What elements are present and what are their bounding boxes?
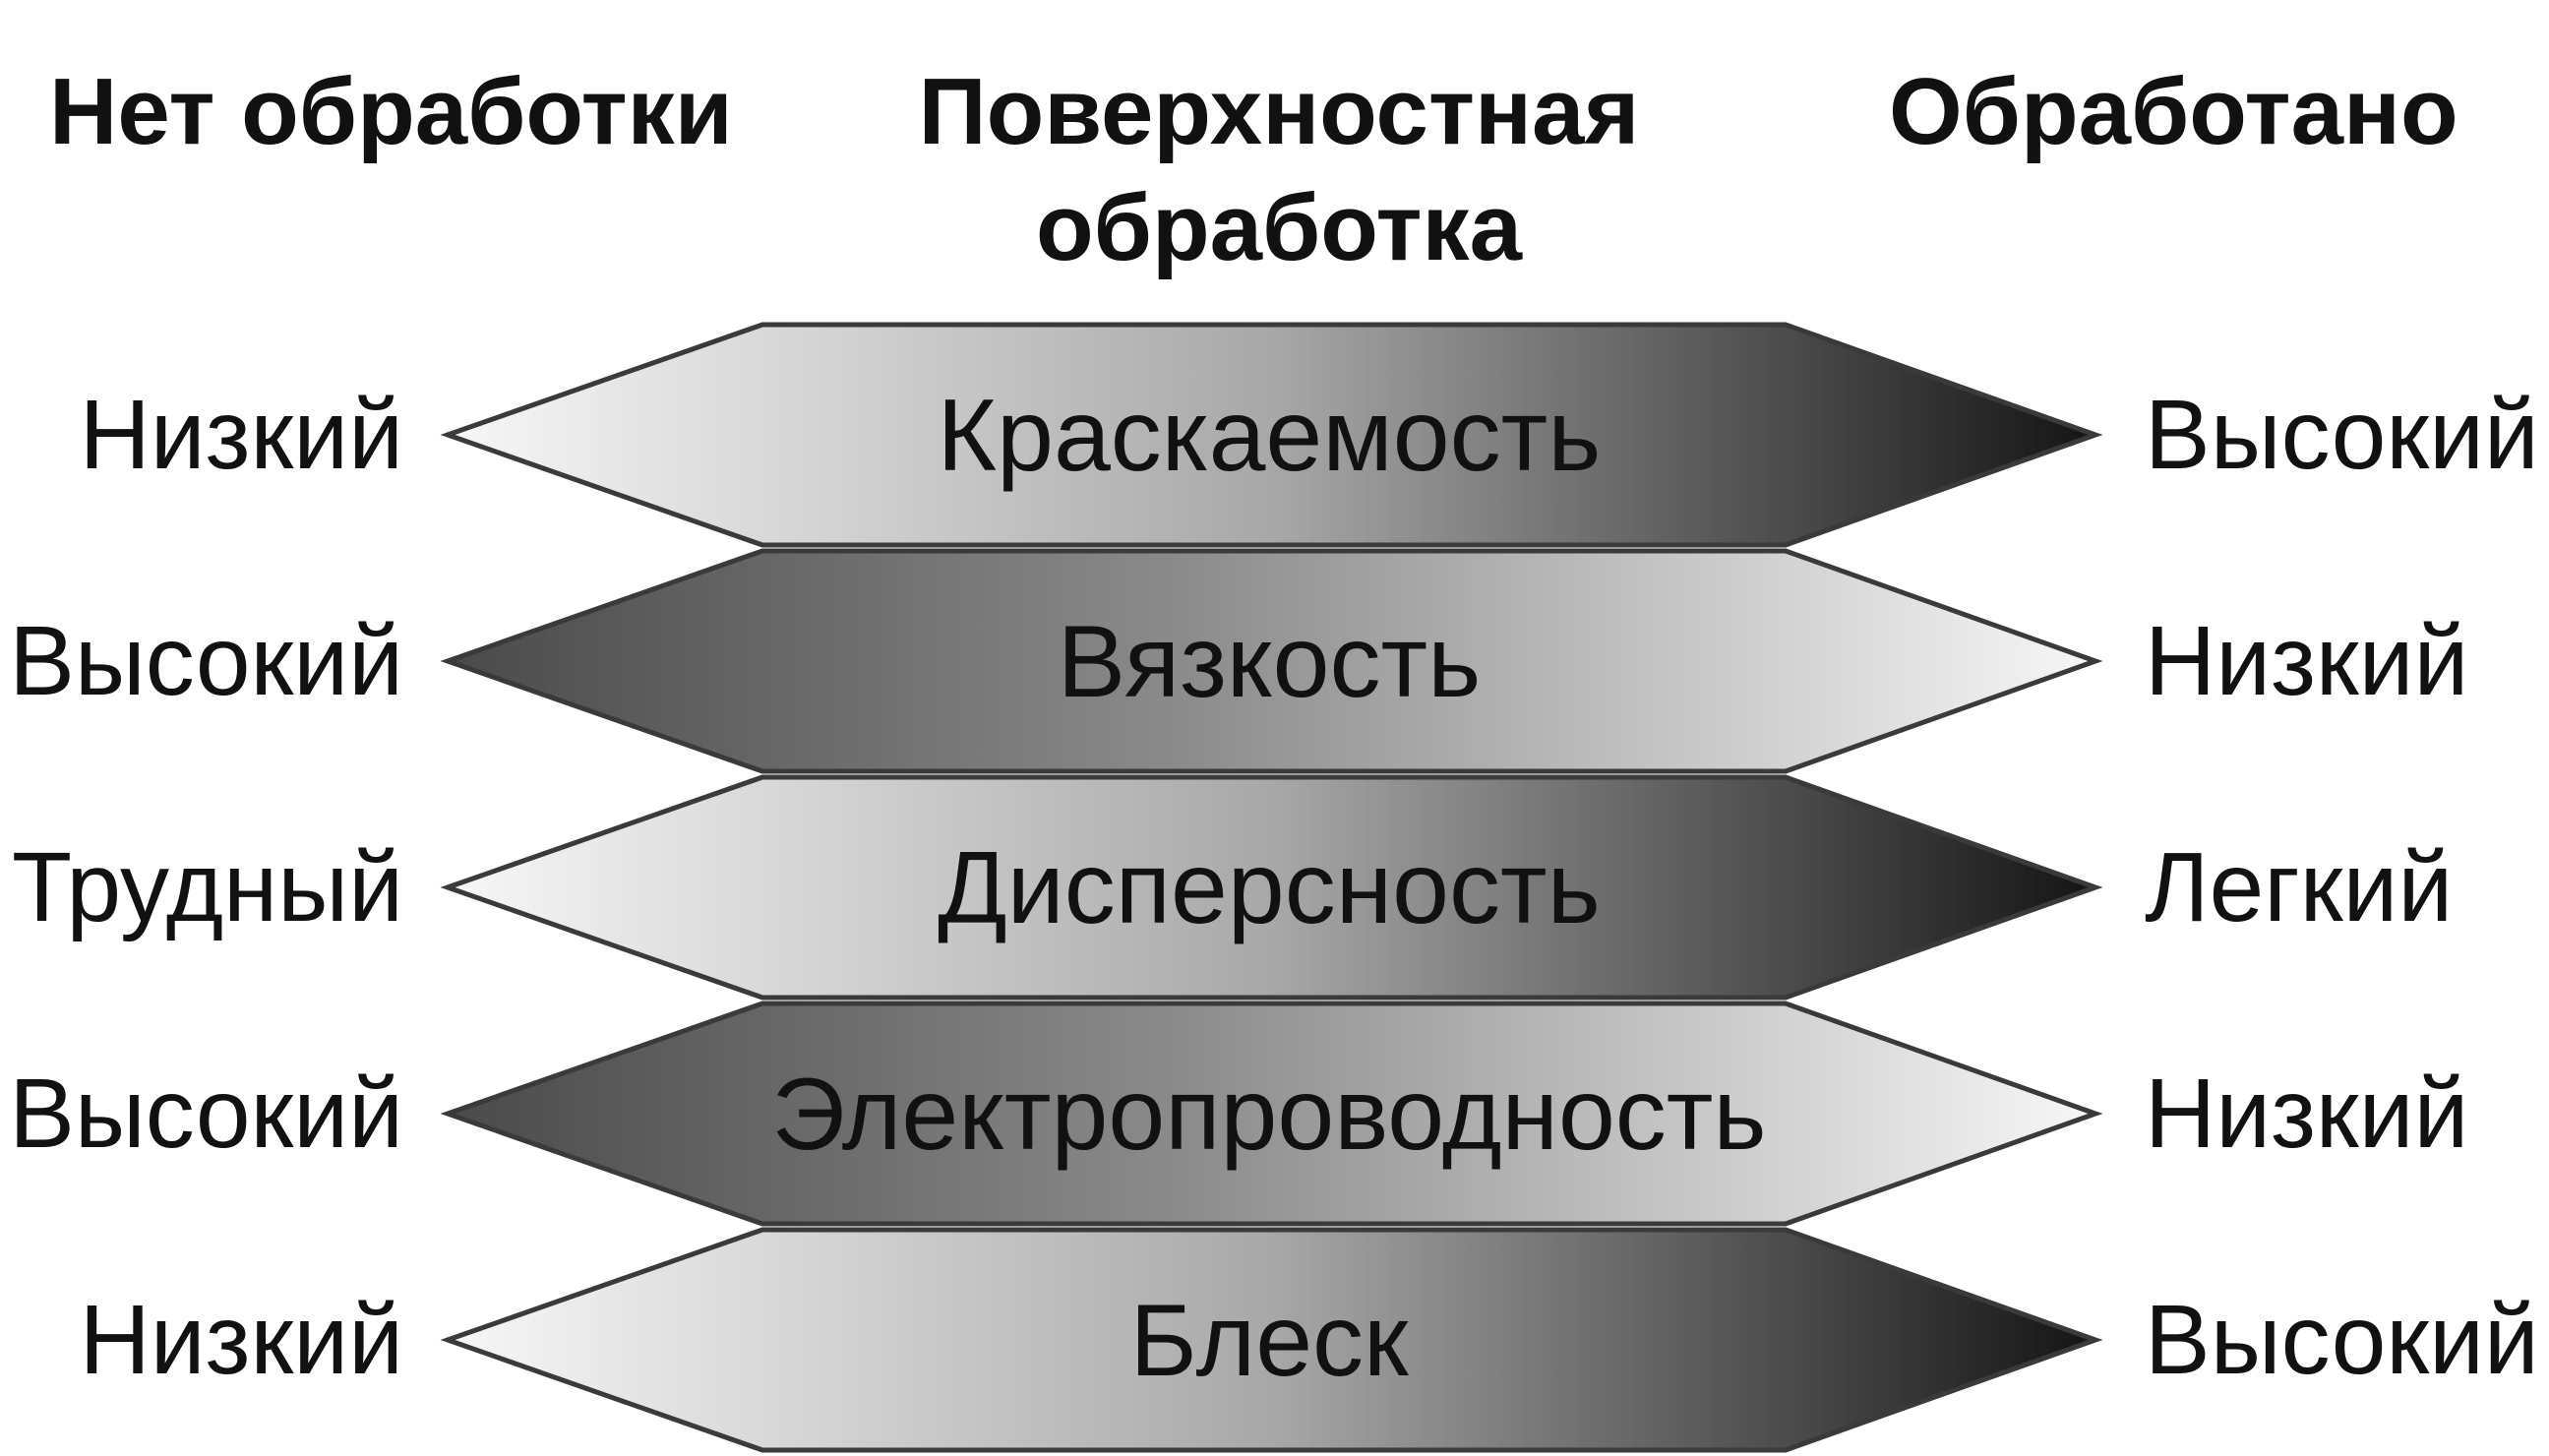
treated-value-4: Низкий: [2145, 1059, 2468, 1169]
property-band-4: [440, 1001, 2103, 1227]
treated-value-1: Высокий: [2145, 380, 2539, 490]
property-label-1: Краскаемость: [938, 379, 1602, 493]
untreated-value-4: Высокий: [9, 1059, 403, 1169]
header-surface-treatment: Поверхностная обработка: [836, 54, 1722, 286]
property-label-3: Дисперсность: [938, 831, 1601, 945]
property-band-1: [440, 322, 2103, 548]
treated-value-3: Легкий: [2145, 832, 2453, 942]
header-surface-treatment-line1: Поверхностная: [918, 59, 1640, 164]
header-untreated: Нет обработки: [49, 59, 733, 164]
header-surface-treatment-line2: обработка: [1036, 175, 1522, 280]
property-label-5: Блеск: [1129, 1284, 1410, 1398]
property-band-5: [440, 1227, 2103, 1453]
property-band-2: [440, 548, 2103, 774]
untreated-value-3: Трудный: [12, 832, 403, 942]
property-label-2: Вязкость: [1058, 605, 1482, 719]
treated-value-5: Высокий: [2145, 1285, 2539, 1395]
property-band-3: [440, 774, 2103, 1001]
property-label-4: Электропроводность: [771, 1058, 1766, 1172]
untreated-value-1: Низкий: [80, 380, 403, 490]
untreated-value-5: Низкий: [80, 1285, 403, 1395]
header-treated: Обработано: [1889, 59, 2458, 164]
treated-value-2: Низкий: [2145, 606, 2468, 716]
untreated-value-2: Высокий: [9, 606, 403, 716]
